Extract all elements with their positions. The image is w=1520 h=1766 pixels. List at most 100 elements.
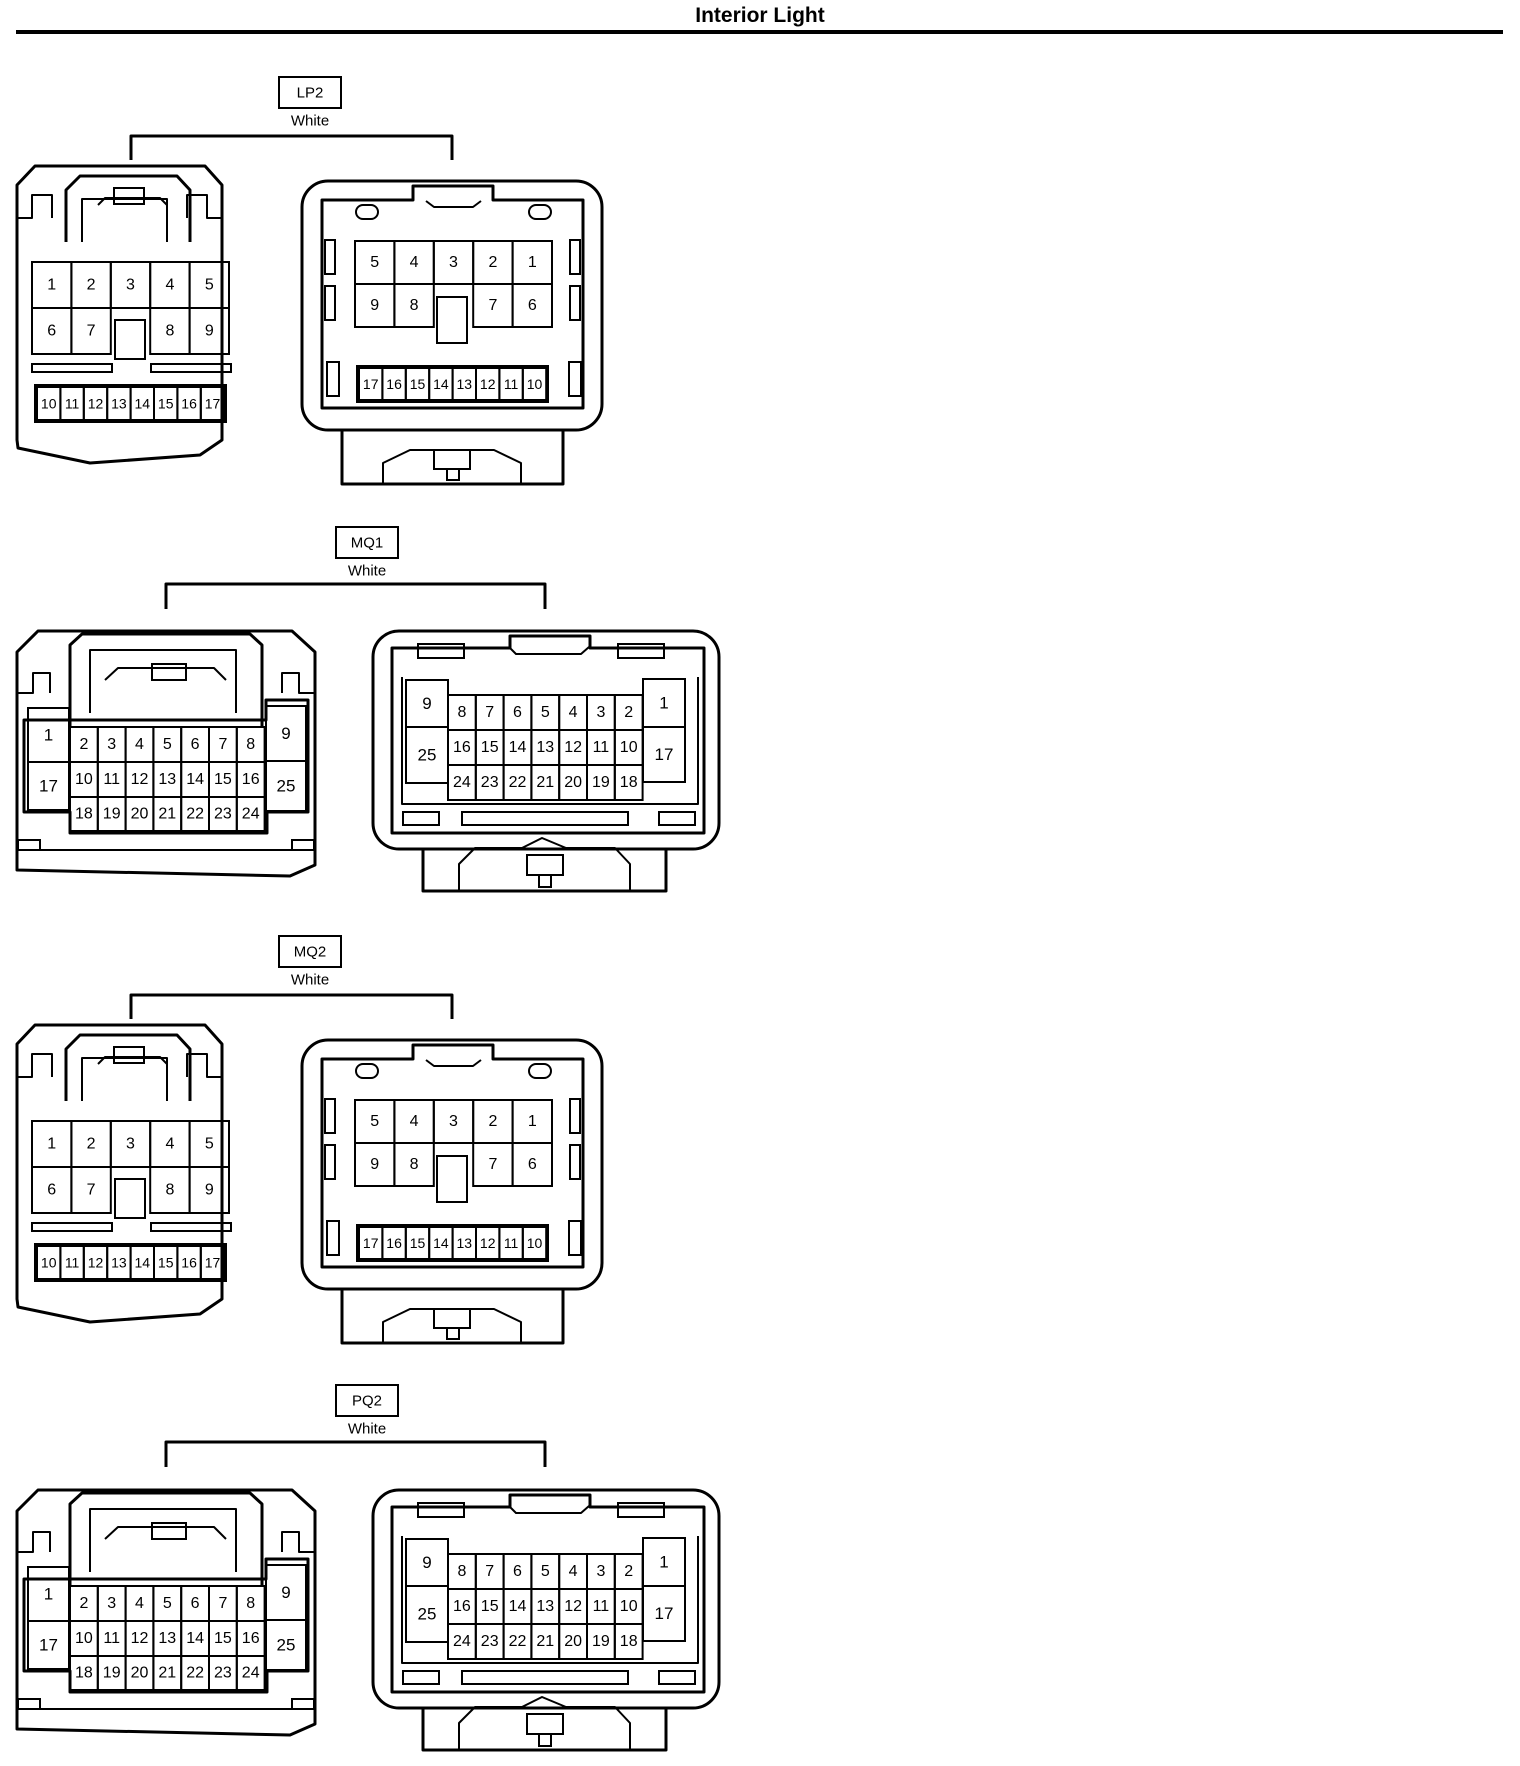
pin-label: 15: [158, 396, 174, 412]
pin-label: 6: [513, 1563, 522, 1580]
pin-label: 11: [65, 396, 80, 412]
top-slot: [617, 1502, 665, 1518]
pin-label: 16: [242, 771, 260, 788]
pin-cell: [70, 1166, 112, 1214]
foot: [291, 839, 315, 851]
pin-cell: [188, 1166, 231, 1214]
side-slot: [569, 1144, 581, 1180]
lock-ramp: [458, 837, 631, 891]
pin-label: 13: [536, 739, 554, 756]
lock-frame: [340, 1288, 565, 1345]
latch-tab: [113, 1046, 145, 1064]
pin-cell: [265, 760, 307, 812]
pin-label: 6: [528, 297, 537, 314]
pin-cell: [613, 764, 644, 801]
side-slot: [569, 1098, 581, 1134]
pin-label: 15: [481, 1598, 499, 1615]
pin-cell: [27, 761, 70, 811]
pin-label: 13: [158, 1630, 176, 1647]
pin-label: 19: [592, 1633, 610, 1650]
pin-label: 2: [79, 1595, 88, 1612]
pin-label: 12: [564, 1598, 582, 1615]
pin-label: 7: [485, 1563, 494, 1580]
pin-label: 4: [165, 277, 174, 294]
pin-label: 5: [205, 1136, 214, 1153]
pin-label: 1: [47, 277, 56, 294]
pin-label: 3: [449, 254, 458, 271]
lock-ramp: [382, 449, 522, 484]
pin-cell: [521, 1226, 548, 1260]
inner-frame: [320, 1043, 585, 1269]
bottom-slot: [402, 811, 440, 826]
right-shoulder: [186, 1053, 222, 1078]
pin-label: 1: [659, 1553, 668, 1572]
rail: [150, 363, 232, 373]
mount-hole: [355, 1063, 379, 1079]
pin-label: 12: [480, 1235, 496, 1251]
connector-color: White: [348, 1421, 386, 1438]
small-pin-frame: [34, 1243, 227, 1282]
pin-label: 18: [75, 1665, 93, 1682]
pin-label: 17: [363, 376, 379, 392]
pin-label: 15: [158, 1255, 174, 1271]
pin-label: 6: [513, 704, 522, 721]
housing-outline: [15, 1488, 317, 1737]
pin-label: 19: [592, 774, 610, 791]
pin-label: 16: [386, 376, 402, 392]
pin-label: 12: [88, 1255, 104, 1271]
top-clip: [425, 1059, 482, 1067]
pin-label: 12: [131, 771, 149, 788]
connector-code-box: [278, 935, 342, 968]
pin-label: 20: [564, 774, 582, 791]
pin-label: 2: [488, 1113, 497, 1130]
pin-label: 3: [596, 704, 605, 721]
pin-label: 1: [44, 1585, 53, 1604]
connector-color: White: [348, 563, 386, 580]
pin-label: 1: [659, 694, 668, 713]
pin-label: 6: [191, 736, 200, 753]
pin-label: 10: [620, 1598, 638, 1615]
pin-label: 12: [88, 396, 104, 412]
pin-label: 7: [87, 323, 96, 340]
pin-label: 6: [47, 323, 56, 340]
left-shoulder: [17, 194, 53, 219]
bottom-slot: [658, 1670, 696, 1685]
key-slot: [114, 319, 146, 360]
pin-label: 11: [103, 771, 120, 788]
lock-pin: [538, 1733, 552, 1747]
pin-label: 24: [453, 774, 471, 791]
pin-cell: [393, 283, 435, 328]
lock-frame: [421, 849, 668, 893]
pin-label: 22: [186, 1665, 204, 1682]
housing-outline: [300, 179, 604, 432]
pin-label: 11: [593, 739, 610, 756]
pin-label: 14: [509, 1598, 527, 1615]
latch-outer: [68, 632, 264, 727]
pin-label: 5: [163, 736, 172, 753]
pin-label: 24: [242, 806, 260, 823]
pin-label: 20: [131, 806, 149, 823]
pin-label: 23: [214, 1665, 232, 1682]
pin-label: 3: [126, 277, 135, 294]
pin-label: 19: [103, 806, 121, 823]
pin-label: 16: [181, 1255, 197, 1271]
pin-label: 4: [165, 1136, 174, 1153]
pin-label: 9: [281, 724, 290, 743]
pin-label: 18: [620, 1633, 638, 1650]
pin-label: 7: [488, 297, 497, 314]
pin-cell: [70, 307, 112, 355]
pin-label: 10: [75, 771, 93, 788]
pin-cell: [199, 386, 226, 421]
pin-label: 10: [620, 739, 638, 756]
pin-cell: [265, 1619, 307, 1671]
housing-outline: [15, 164, 224, 465]
rail: [31, 1222, 113, 1232]
pin-label: 8: [457, 704, 466, 721]
small-pin-frame: [356, 1224, 549, 1262]
pin-label: 11: [504, 1235, 519, 1251]
